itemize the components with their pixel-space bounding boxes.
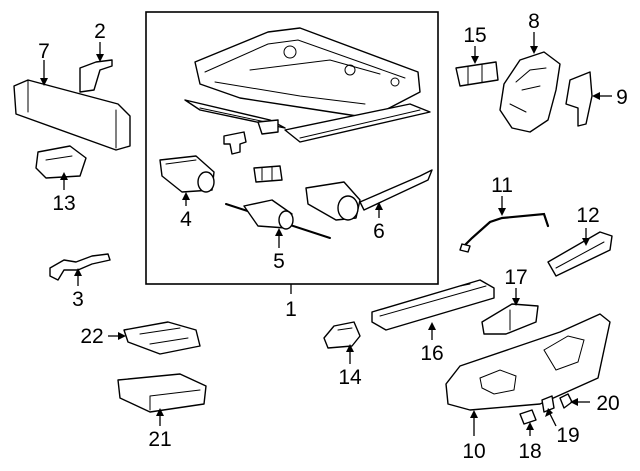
arrow-5	[275, 228, 283, 236]
callout-4: 4	[180, 208, 192, 231]
arrow-21	[156, 408, 164, 416]
callout-18: 18	[518, 440, 541, 463]
arrow-15	[471, 56, 479, 64]
bracket-part-17	[481, 303, 539, 335]
callout-5: 5	[273, 250, 285, 273]
cable-part-11	[459, 212, 550, 253]
bracket-part-2	[79, 59, 113, 93]
arrow-2	[96, 54, 104, 62]
callout-9: 9	[616, 86, 628, 109]
callout-19: 19	[556, 424, 579, 447]
callout-15: 15	[463, 24, 486, 47]
arrow-12	[582, 238, 590, 246]
callout-8: 8	[528, 10, 540, 33]
seat-adjuster-assembly-frame	[145, 11, 439, 285]
callout-2: 2	[94, 20, 106, 43]
clip-part-15	[455, 61, 499, 87]
arrow-13	[60, 172, 68, 180]
callout-10: 10	[462, 440, 485, 463]
arrow-4	[182, 192, 190, 200]
knob-part-18	[519, 409, 537, 425]
cover-part-13	[35, 145, 87, 179]
small-clip	[253, 165, 283, 183]
bracket-part-9	[565, 71, 593, 127]
arrow-16	[428, 322, 436, 330]
small-bracket-b	[257, 119, 279, 135]
callout-21: 21	[148, 428, 171, 451]
arrow-7	[40, 78, 48, 86]
callout-6: 6	[373, 220, 385, 243]
arrow-14	[346, 344, 354, 352]
callout-16: 16	[420, 342, 443, 365]
arrow-8	[530, 46, 538, 54]
track-part-16	[371, 279, 495, 331]
callout-12: 12	[576, 204, 599, 227]
motor-part-6	[305, 169, 433, 221]
callout-14: 14	[338, 366, 362, 389]
leader-19	[549, 413, 557, 427]
seat-adjuster-frame	[184, 27, 431, 143]
arrow-17	[512, 298, 520, 306]
callout-3: 3	[72, 288, 84, 311]
arrow-18	[526, 422, 534, 430]
callout-1: 1	[285, 298, 297, 321]
callout-22: 22	[80, 325, 103, 348]
module-part-21	[117, 373, 207, 413]
arrow-3	[74, 268, 82, 276]
bracket-part-22	[123, 321, 201, 355]
arrow-6	[375, 202, 383, 210]
small-bracket-a	[223, 131, 247, 155]
callout-17: 17	[504, 266, 527, 289]
motor-part-4	[159, 155, 215, 193]
knob-part-20	[559, 393, 573, 409]
arrow-10	[470, 410, 478, 418]
callout-20: 20	[596, 392, 619, 415]
callout-7: 7	[38, 40, 50, 63]
cover-part-12	[547, 231, 613, 277]
arrow-20	[570, 398, 578, 406]
trim-panel-part-7	[13, 79, 131, 151]
side-shield-part-10	[445, 313, 611, 411]
arrow-19	[545, 408, 553, 417]
callout-13: 13	[52, 192, 75, 215]
callout-11: 11	[491, 174, 513, 197]
motor-part-5	[225, 199, 331, 239]
knob-part-19	[541, 395, 555, 413]
arrow-22	[118, 332, 126, 340]
arrow-9	[592, 92, 600, 100]
shield-part-8	[499, 51, 561, 133]
arrow-11	[498, 208, 506, 216]
bracket-part-3	[49, 253, 111, 281]
switch-part-14	[323, 321, 361, 349]
